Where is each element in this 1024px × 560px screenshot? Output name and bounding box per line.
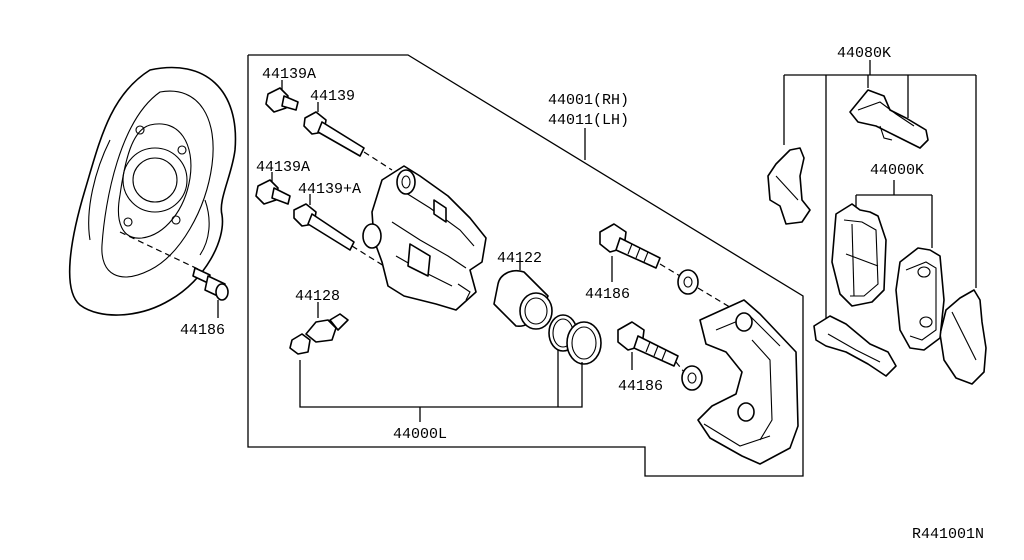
piston[interactable] [493,269,553,330]
anti-squeal-shim-left[interactable] [767,147,811,225]
label-44139a-mid: 44139A [256,159,310,176]
label-44122: 44122 [497,250,542,267]
label-44186-top: 44186 [585,286,630,303]
guide-pin-44139[interactable] [303,111,393,171]
label-44128: 44128 [295,288,340,305]
mounting-bolt-bottom[interactable] [617,321,703,391]
guide-pin-44139-plus-a[interactable] [293,203,385,267]
caliper-support-bracket[interactable] [697,299,799,465]
backing-plate-bolt[interactable] [119,231,229,301]
bleeder-screw[interactable] [289,313,349,355]
pad-retainer-clip-lower[interactable] [813,315,897,377]
bolt-44139a-mid[interactable] [255,179,291,205]
brake-pad-inner[interactable] [831,203,887,307]
mounting-bolt-top[interactable] [599,223,739,313]
bolt-44139a-top[interactable] [265,87,299,113]
dust-boot[interactable] [566,321,602,365]
label-44011-lh: 44011(LH) [548,112,629,129]
diagram-reference-code: R441001N [912,526,984,543]
label-44000k: 44000K [870,162,924,179]
label-44139: 44139 [310,88,355,105]
label-44139a-top: 44139A [262,66,316,83]
caliper-body[interactable] [362,165,487,311]
label-44139-plus-a: 44139+A [298,181,361,198]
label-44186-bottom: 44186 [618,378,663,395]
caliper-assembly-frame [247,54,804,477]
label-44001-rh: 44001(RH) [548,92,629,109]
anti-squeal-shim-right[interactable] [939,289,987,385]
brake-pad-outer[interactable] [895,247,945,351]
pad-retainer-clip-upper[interactable] [849,89,929,149]
leader-44000l-bracket [299,360,583,408]
label-44000l: 44000L [393,426,447,443]
label-44186-left: 44186 [180,322,225,339]
label-44080k: 44080K [837,45,891,62]
backing-plate[interactable] [68,66,237,316]
